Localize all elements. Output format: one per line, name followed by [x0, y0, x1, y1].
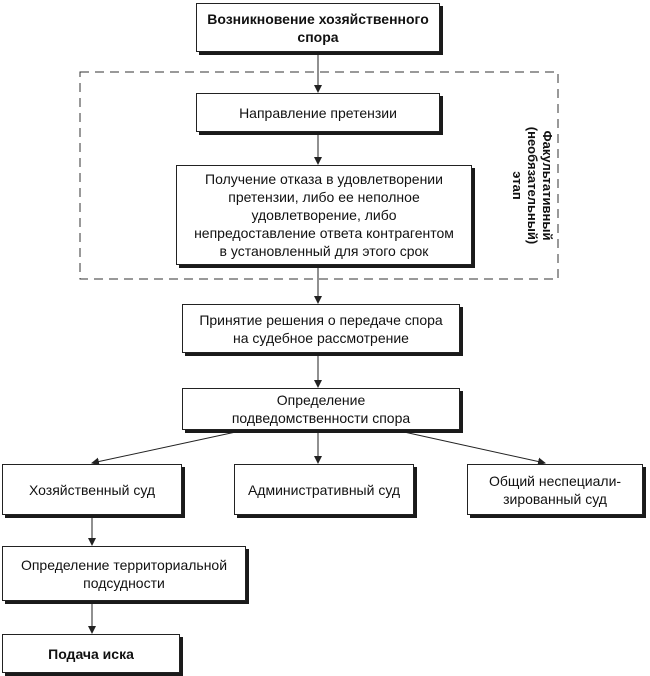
node-refusal-line-1: Получение отказа в удовлетворении	[205, 171, 443, 187]
node-territorial-line-1: Определение территориальной	[20, 556, 228, 573]
node-economic-court-text: Хозяйственный суд	[28, 481, 156, 498]
optional-stage-label-line-2: (необязательный)	[525, 126, 541, 244]
node-general-court-line-2: зированный суд	[503, 490, 607, 507]
node-territorial-line-2: подсудности	[83, 574, 165, 591]
node-court-decision-line-2: на судебное рассмотрение	[233, 329, 409, 346]
node-refusal: Получение отказа в удовлетворении претен…	[176, 165, 472, 265]
node-court-decision-line-1: Принятие решения о передаче спора	[199, 311, 443, 328]
node-refusal-line-5: в установленный для этого срок	[219, 243, 429, 259]
node-claim-text: Направление претензии	[239, 104, 397, 121]
node-jurisdiction-line-1: Определение	[276, 392, 366, 408]
node-refusal-line-2: претензии, либо ее неполное	[228, 189, 420, 205]
node-admin-court: Административный суд	[234, 464, 414, 515]
node-admin-court-text: Административный суд	[247, 481, 401, 498]
arrow-jurisdiction-to-economic-court	[91, 429, 246, 466]
node-general-court-line-1: Общий неспециали-	[488, 472, 622, 489]
node-dispute-origin-line-2: спора	[297, 28, 339, 45]
node-file-claim-text: Подача иска	[48, 645, 134, 662]
optional-stage-frame	[79, 71, 559, 280]
node-general-court: Общий неспециали- зированный суд	[467, 464, 643, 515]
node-court-decision: Принятие решения о передаче спора на суд…	[182, 304, 460, 353]
node-territorial-jurisdiction: Определение территориальной подсудности	[2, 546, 246, 601]
node-refusal-line-3: удовлетворение, либо	[251, 207, 397, 223]
optional-stage-label: Факультативный (необязательный) этап	[488, 120, 578, 250]
optional-stage-label-line-1: Факультативный	[540, 130, 556, 240]
node-claim: Направление претензии	[196, 93, 440, 132]
node-economic-court: Хозяйственный суд	[2, 464, 182, 515]
node-jurisdiction: Определение подведомственности спора	[182, 388, 460, 430]
node-file-claim: Подача иска	[2, 634, 180, 673]
optional-stage-label-line-3: этап	[510, 170, 526, 200]
node-jurisdiction-line-2: подведомственности спора	[231, 410, 411, 426]
node-dispute-origin-line-1: Возникновение хозяйственного	[207, 10, 429, 27]
node-refusal-line-4: непредоставление ответа контрагентом	[194, 225, 454, 241]
arrow-jurisdiction-to-general-court	[394, 429, 546, 466]
node-dispute-origin: Возникновение хозяйственного спора	[196, 3, 440, 52]
